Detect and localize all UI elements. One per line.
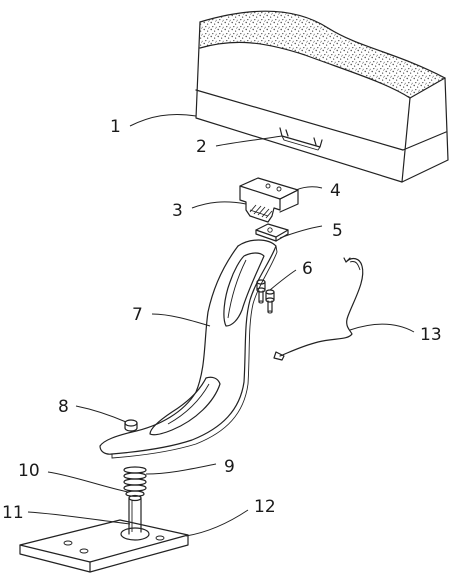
label-11: 11	[2, 503, 24, 523]
leader-10	[47, 471, 129, 493]
connector-plate-part-5	[255, 223, 289, 242]
label-1: 1	[110, 117, 121, 137]
hole-icon	[155, 535, 165, 541]
curved-arm-part-7	[99, 239, 278, 459]
leader-2	[215, 135, 283, 147]
slider-block-part-4	[239, 177, 299, 223]
label-13: 13	[420, 325, 442, 345]
hole-icon	[265, 183, 271, 189]
rail-slot-part-2	[279, 127, 323, 151]
post-part-11	[128, 494, 142, 535]
label-3: 3	[172, 201, 183, 221]
leader-8	[75, 405, 127, 423]
leader-6	[269, 269, 297, 291]
label-10: 10	[18, 461, 40, 481]
leader-lines	[27, 113, 415, 537]
base-plate-part-12	[19, 519, 189, 573]
leader-12	[185, 509, 249, 537]
hole-icon	[267, 227, 273, 233]
label-12: 12	[254, 497, 276, 517]
leader-11	[27, 511, 131, 525]
label-9: 9	[224, 457, 235, 477]
label-2: 2	[196, 137, 207, 157]
reference-labels: 1 2 3 4 5 6 7 8 9 10 11 12 13	[2, 117, 442, 523]
leader-4	[295, 186, 323, 191]
wire-spring-part-13	[273, 257, 364, 361]
leader-9	[145, 463, 217, 475]
hole-icon	[63, 540, 73, 546]
disc-part-8	[124, 419, 138, 432]
hole-icon	[276, 186, 282, 192]
label-5: 5	[332, 221, 343, 241]
leader-13	[349, 323, 415, 333]
hole-icon	[79, 548, 89, 554]
label-8: 8	[58, 397, 69, 417]
pins-part-6	[256, 279, 275, 314]
label-7: 7	[132, 305, 143, 325]
leader-1	[129, 113, 197, 127]
speckled-top-surface	[200, 11, 445, 99]
leader-7	[151, 313, 211, 327]
label-6: 6	[302, 259, 313, 279]
label-4: 4	[330, 181, 341, 201]
leader-5	[279, 225, 323, 239]
base-block-part-1	[195, 10, 449, 183]
leader-3	[191, 201, 247, 209]
